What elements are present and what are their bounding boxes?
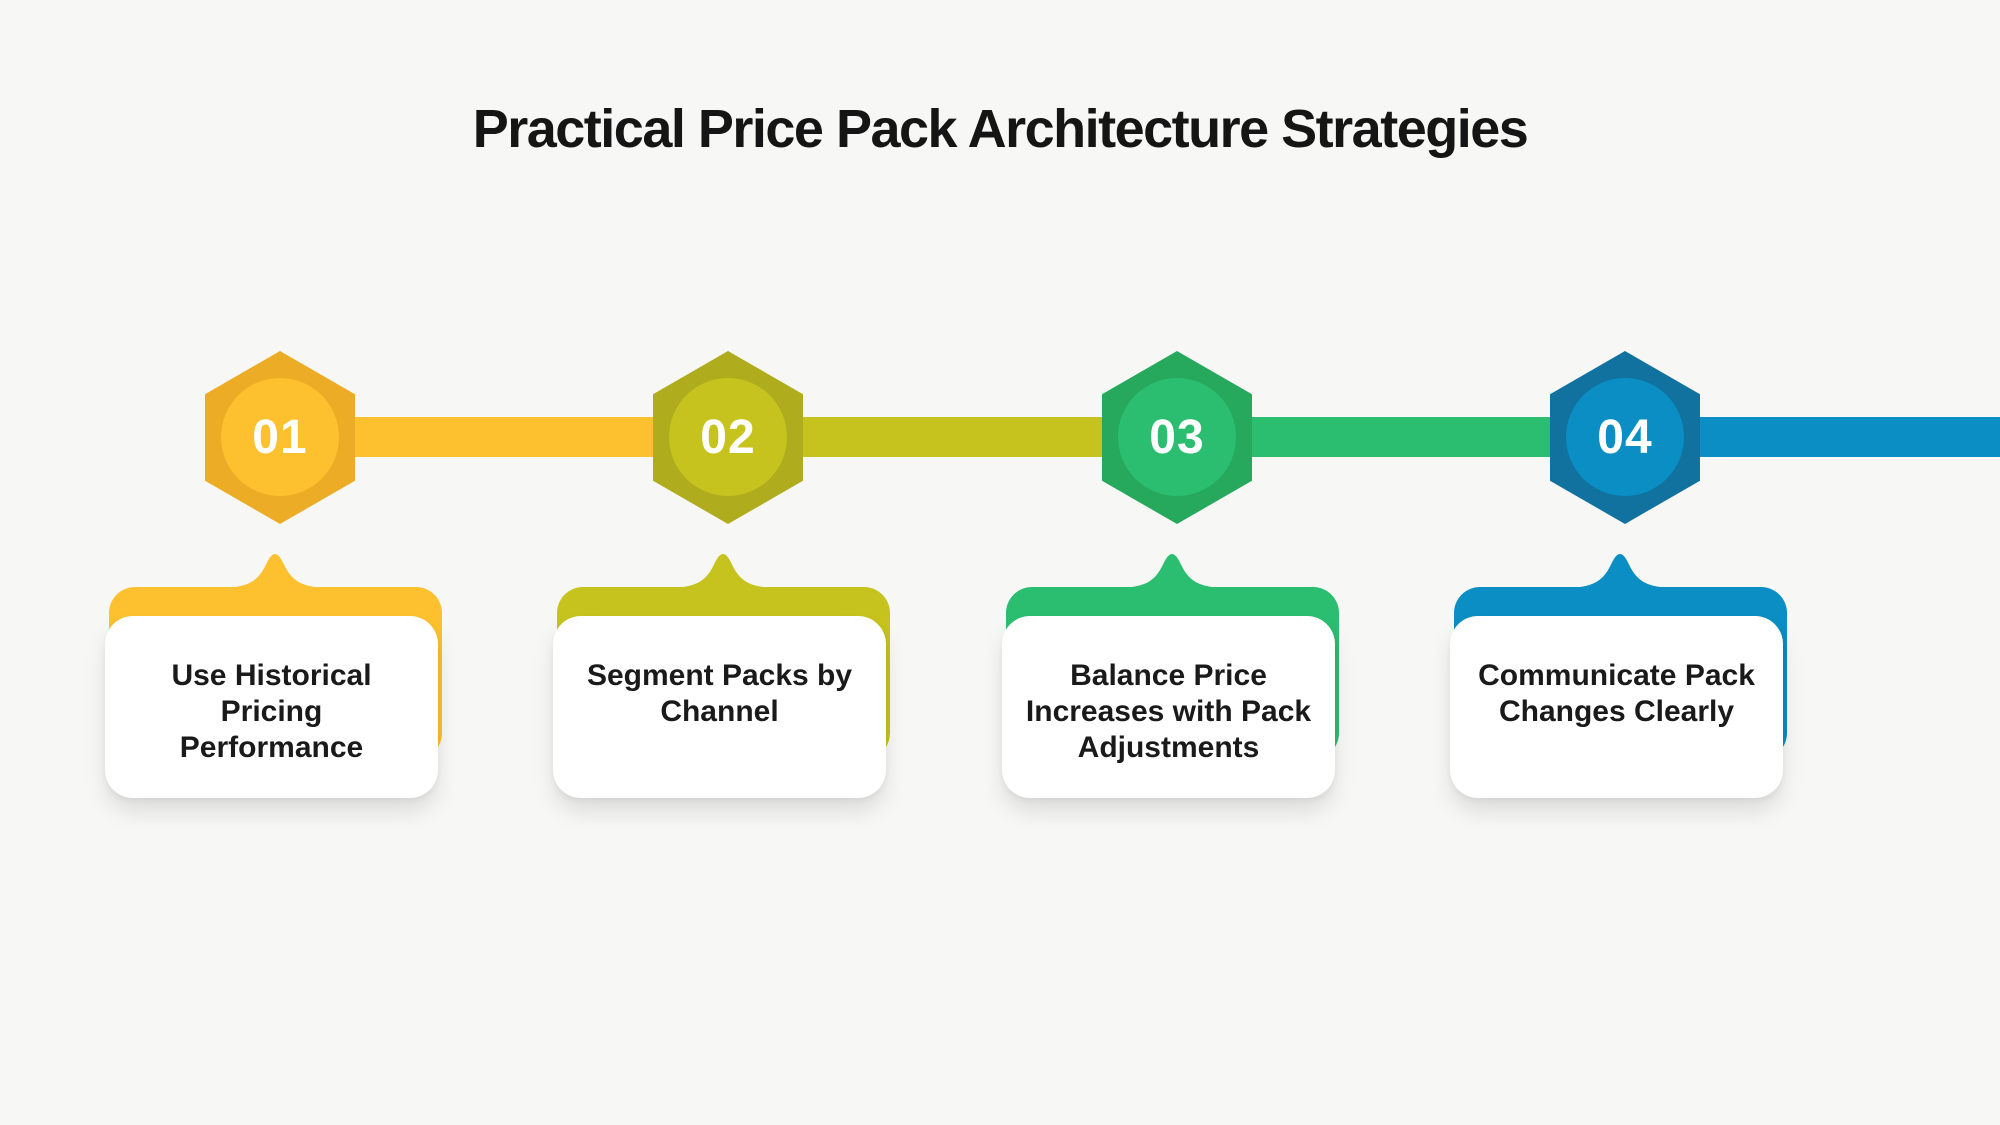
step-number: 04 [1597,410,1653,464]
step-number-badge: 02 [669,378,787,496]
step-card: Segment Packs by Channel [553,616,886,798]
step-number: 02 [700,410,756,464]
step-card-label: Use Historical Pricing Performance [171,659,372,764]
card-pointer-arrow-icon [1560,554,1680,588]
step-card: Balance Price Increases with Pack Adjust… [1002,616,1335,798]
step-card: Communicate Pack Changes Clearly [1450,616,1783,798]
card-pointer-arrow-icon [663,554,783,588]
step-number-badge: 04 [1566,378,1684,496]
step-card-label: Balance Price Increases with Pack Adjust… [1025,659,1312,764]
step-card-label: Communicate Pack Changes Clearly [1478,659,1755,728]
step-card-label: Segment Packs by Channel [586,659,853,728]
step-number: 01 [252,410,308,464]
step-number-badge: 03 [1118,378,1236,496]
card-pointer-arrow-icon [215,554,335,588]
page-title: Practical Price Pack Architecture Strate… [472,99,1529,159]
step-number: 03 [1149,410,1205,464]
card-pointer-arrow-icon [1112,554,1232,588]
step-card: Use Historical Pricing Performance [105,616,438,798]
step-number-badge: 01 [221,378,339,496]
